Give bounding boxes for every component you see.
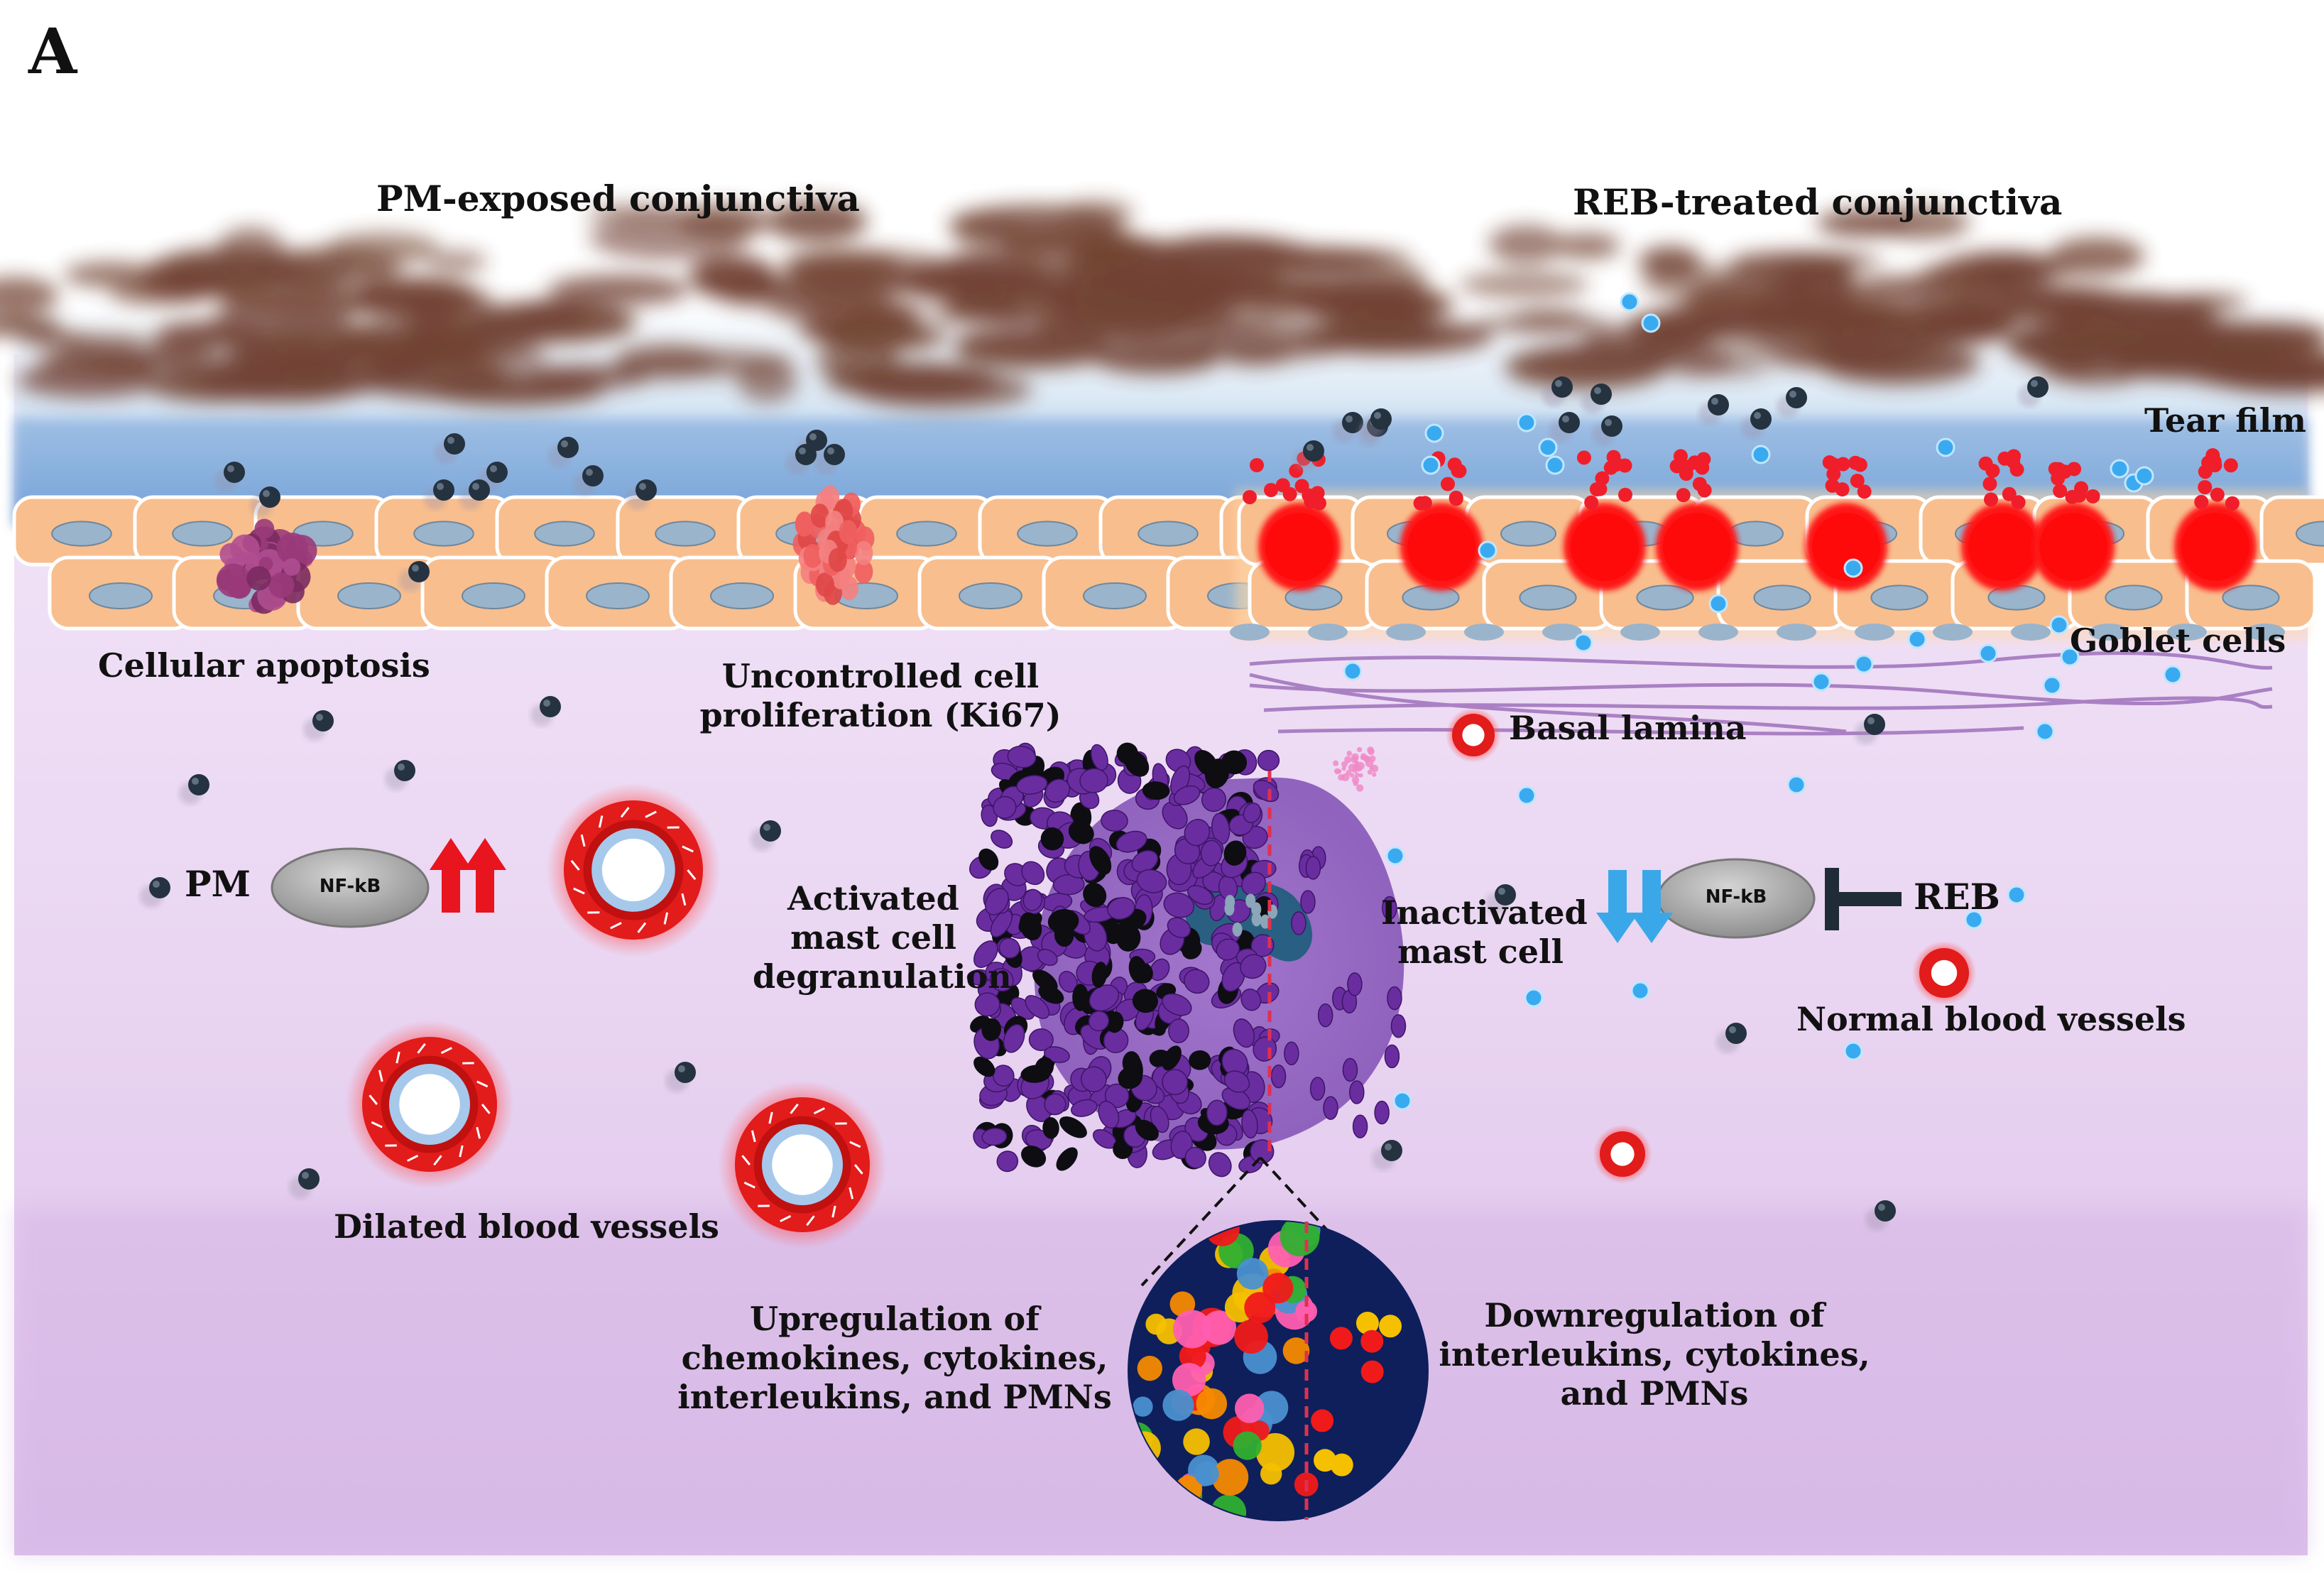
normal-vessel-1: [1446, 707, 1501, 763]
apoptotic-cell-cluster: [216, 518, 317, 614]
tear-film-mucus-streaks: [0, 200, 2324, 409]
nfkb-left-label: NF-kB: [319, 876, 381, 897]
downregulation-line1: Downregulation of: [1484, 1296, 1825, 1334]
left-panel-title: PM-exposed conjunctiva: [376, 178, 860, 219]
uncontrolled-proliferation-line2: proliferation (Ki67): [699, 696, 1062, 735]
activated-line3: degranulation: [753, 957, 1012, 996]
nfkb-left-oval: [271, 847, 430, 928]
inactivated-mast-cell-label: Inactivated mast cell: [1381, 893, 1588, 972]
upregulation-arrows-icon: [430, 838, 506, 913]
dilated-vessel-3: [718, 1080, 887, 1249]
dilated-vessel-2: [345, 1020, 514, 1189]
mast-cell: [966, 742, 1407, 1178]
activated-mast-cell-label: Activated mast cell degranulation: [753, 879, 1012, 997]
upregulation-line2: chemokines, cytokines,: [681, 1339, 1108, 1378]
basal-lamina-fibers: [1249, 651, 2273, 736]
activated-line2: mast cell: [790, 918, 956, 957]
goblet-cells-label: Goblet cells: [2070, 621, 2286, 660]
pink-granule-cell: [1333, 746, 1379, 792]
upregulation-label: Upregulation of chemokines, cytokines, i…: [675, 1300, 1115, 1418]
downregulation-label: Downregulation of interleukins, cytokine…: [1434, 1296, 1875, 1414]
zoom-inset: [1128, 1220, 1429, 1521]
upregulation-line1: Upregulation of: [749, 1300, 1040, 1338]
normal-vessel-3: [1593, 1124, 1652, 1184]
nfkb-right-label: NF-kB: [1705, 886, 1767, 908]
basal-lamina-label: Basal lamina: [1509, 709, 1747, 747]
downregulation-line3: and PMNs: [1560, 1374, 1749, 1413]
goblet-cells: [1258, 448, 2257, 591]
reb-label: REB: [1914, 876, 2000, 918]
activated-line1: Activated: [787, 879, 959, 918]
pm-particles: [140, 376, 2048, 1231]
upregulation-line3: interleukins, and PMNs: [677, 1378, 1112, 1417]
tear-film-label: Tear film: [2144, 401, 2306, 440]
normal-vessel-2: [1911, 940, 1977, 1006]
dilated-vessels-label: Dilated blood vessels: [334, 1207, 719, 1246]
normal-vessels-label: Normal blood vessels: [1796, 1000, 2186, 1038]
uncontrolled-proliferation-line1: Uncontrolled cell: [721, 657, 1040, 695]
uncontrolled-proliferation-label: Uncontrolled cell proliferation (Ki67): [682, 657, 1079, 735]
dilated-vessel-1: [546, 783, 721, 957]
downregulation-arrows-icon: [1596, 870, 1673, 943]
pm-label: PM: [185, 863, 251, 905]
downregulation-line2: interleukins, cytokines,: [1439, 1335, 1870, 1374]
zoom-line-left: [1140, 1156, 1262, 1287]
right-panel-title: REB-treated conjunctiva: [1573, 181, 2063, 223]
proliferating-cell-cluster: [792, 485, 875, 605]
panel-letter: A: [28, 14, 77, 88]
inhibition-symbol-icon: [1825, 868, 1902, 930]
inactivated-line1: Inactivated: [1381, 893, 1588, 932]
inactivated-line2: mast cell: [1397, 932, 1564, 972]
red-droplet-particles: [1243, 458, 1278, 504]
cellular-apoptosis-label: Cellular apoptosis: [98, 646, 430, 685]
reb-particles: [1343, 292, 2183, 1111]
